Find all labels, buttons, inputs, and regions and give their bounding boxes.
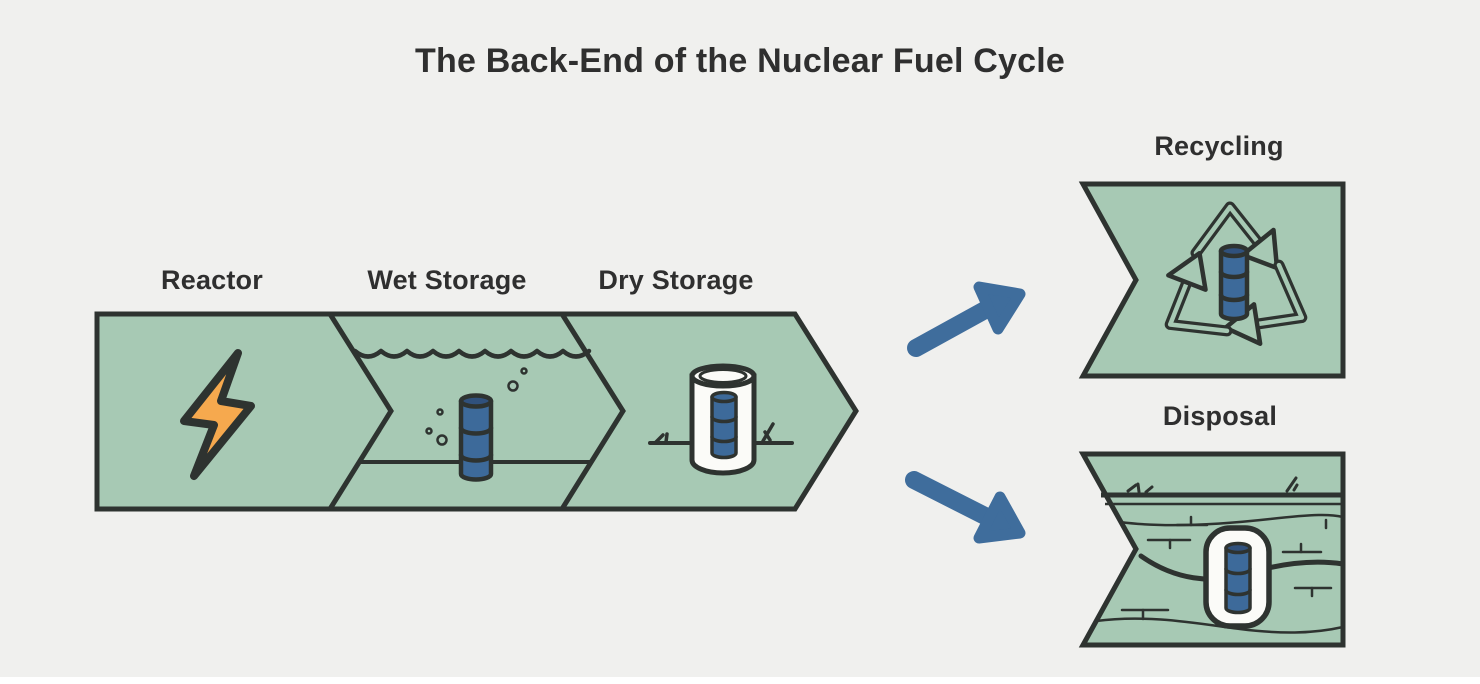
ground-surface — [1101, 476, 1343, 506]
arrow-to-disposal-icon — [905, 471, 1026, 544]
recycling-arrows-icon — [1147, 201, 1319, 358]
branch-label-disposal: Disposal — [1162, 401, 1278, 431]
stage-label-dry-storage: Dry Storage — [598, 265, 754, 295]
stage-label-wet-storage: Wet Storage — [367, 265, 527, 295]
bottom-strip — [0, 677, 1480, 684]
wet-storage-scene — [352, 348, 592, 482]
lightning-bolt-icon — [180, 349, 255, 480]
stage-divider — [327, 312, 394, 511]
disposal-banner — [1078, 451, 1346, 648]
recycling-banner — [1078, 181, 1346, 379]
page-title: The Back-End of the Nuclear Fuel Cycle — [415, 42, 1065, 80]
grass-tuft — [654, 422, 775, 444]
water-surface — [352, 348, 592, 359]
branch-label-recycling: Recycling — [1154, 131, 1284, 161]
stage-divider — [559, 312, 626, 511]
bubbles — [425, 367, 528, 446]
fuel-rod-recycling — [1218, 243, 1250, 322]
fuel-rod-disposal — [1224, 541, 1252, 615]
rock-marks — [1120, 515, 1333, 621]
arrow-to-recycling-icon — [907, 281, 1026, 357]
grass-tuft — [1126, 476, 1299, 494]
fuel-rod-in-cask — [710, 390, 738, 460]
dry-storage-scene — [648, 363, 794, 476]
stage-label-reactor: Reactor — [161, 265, 263, 295]
dry-cask-icon — [689, 363, 757, 476]
submerged-fuel-rod-icon — [458, 393, 494, 482]
waste-capsule-icon — [1203, 525, 1272, 629]
